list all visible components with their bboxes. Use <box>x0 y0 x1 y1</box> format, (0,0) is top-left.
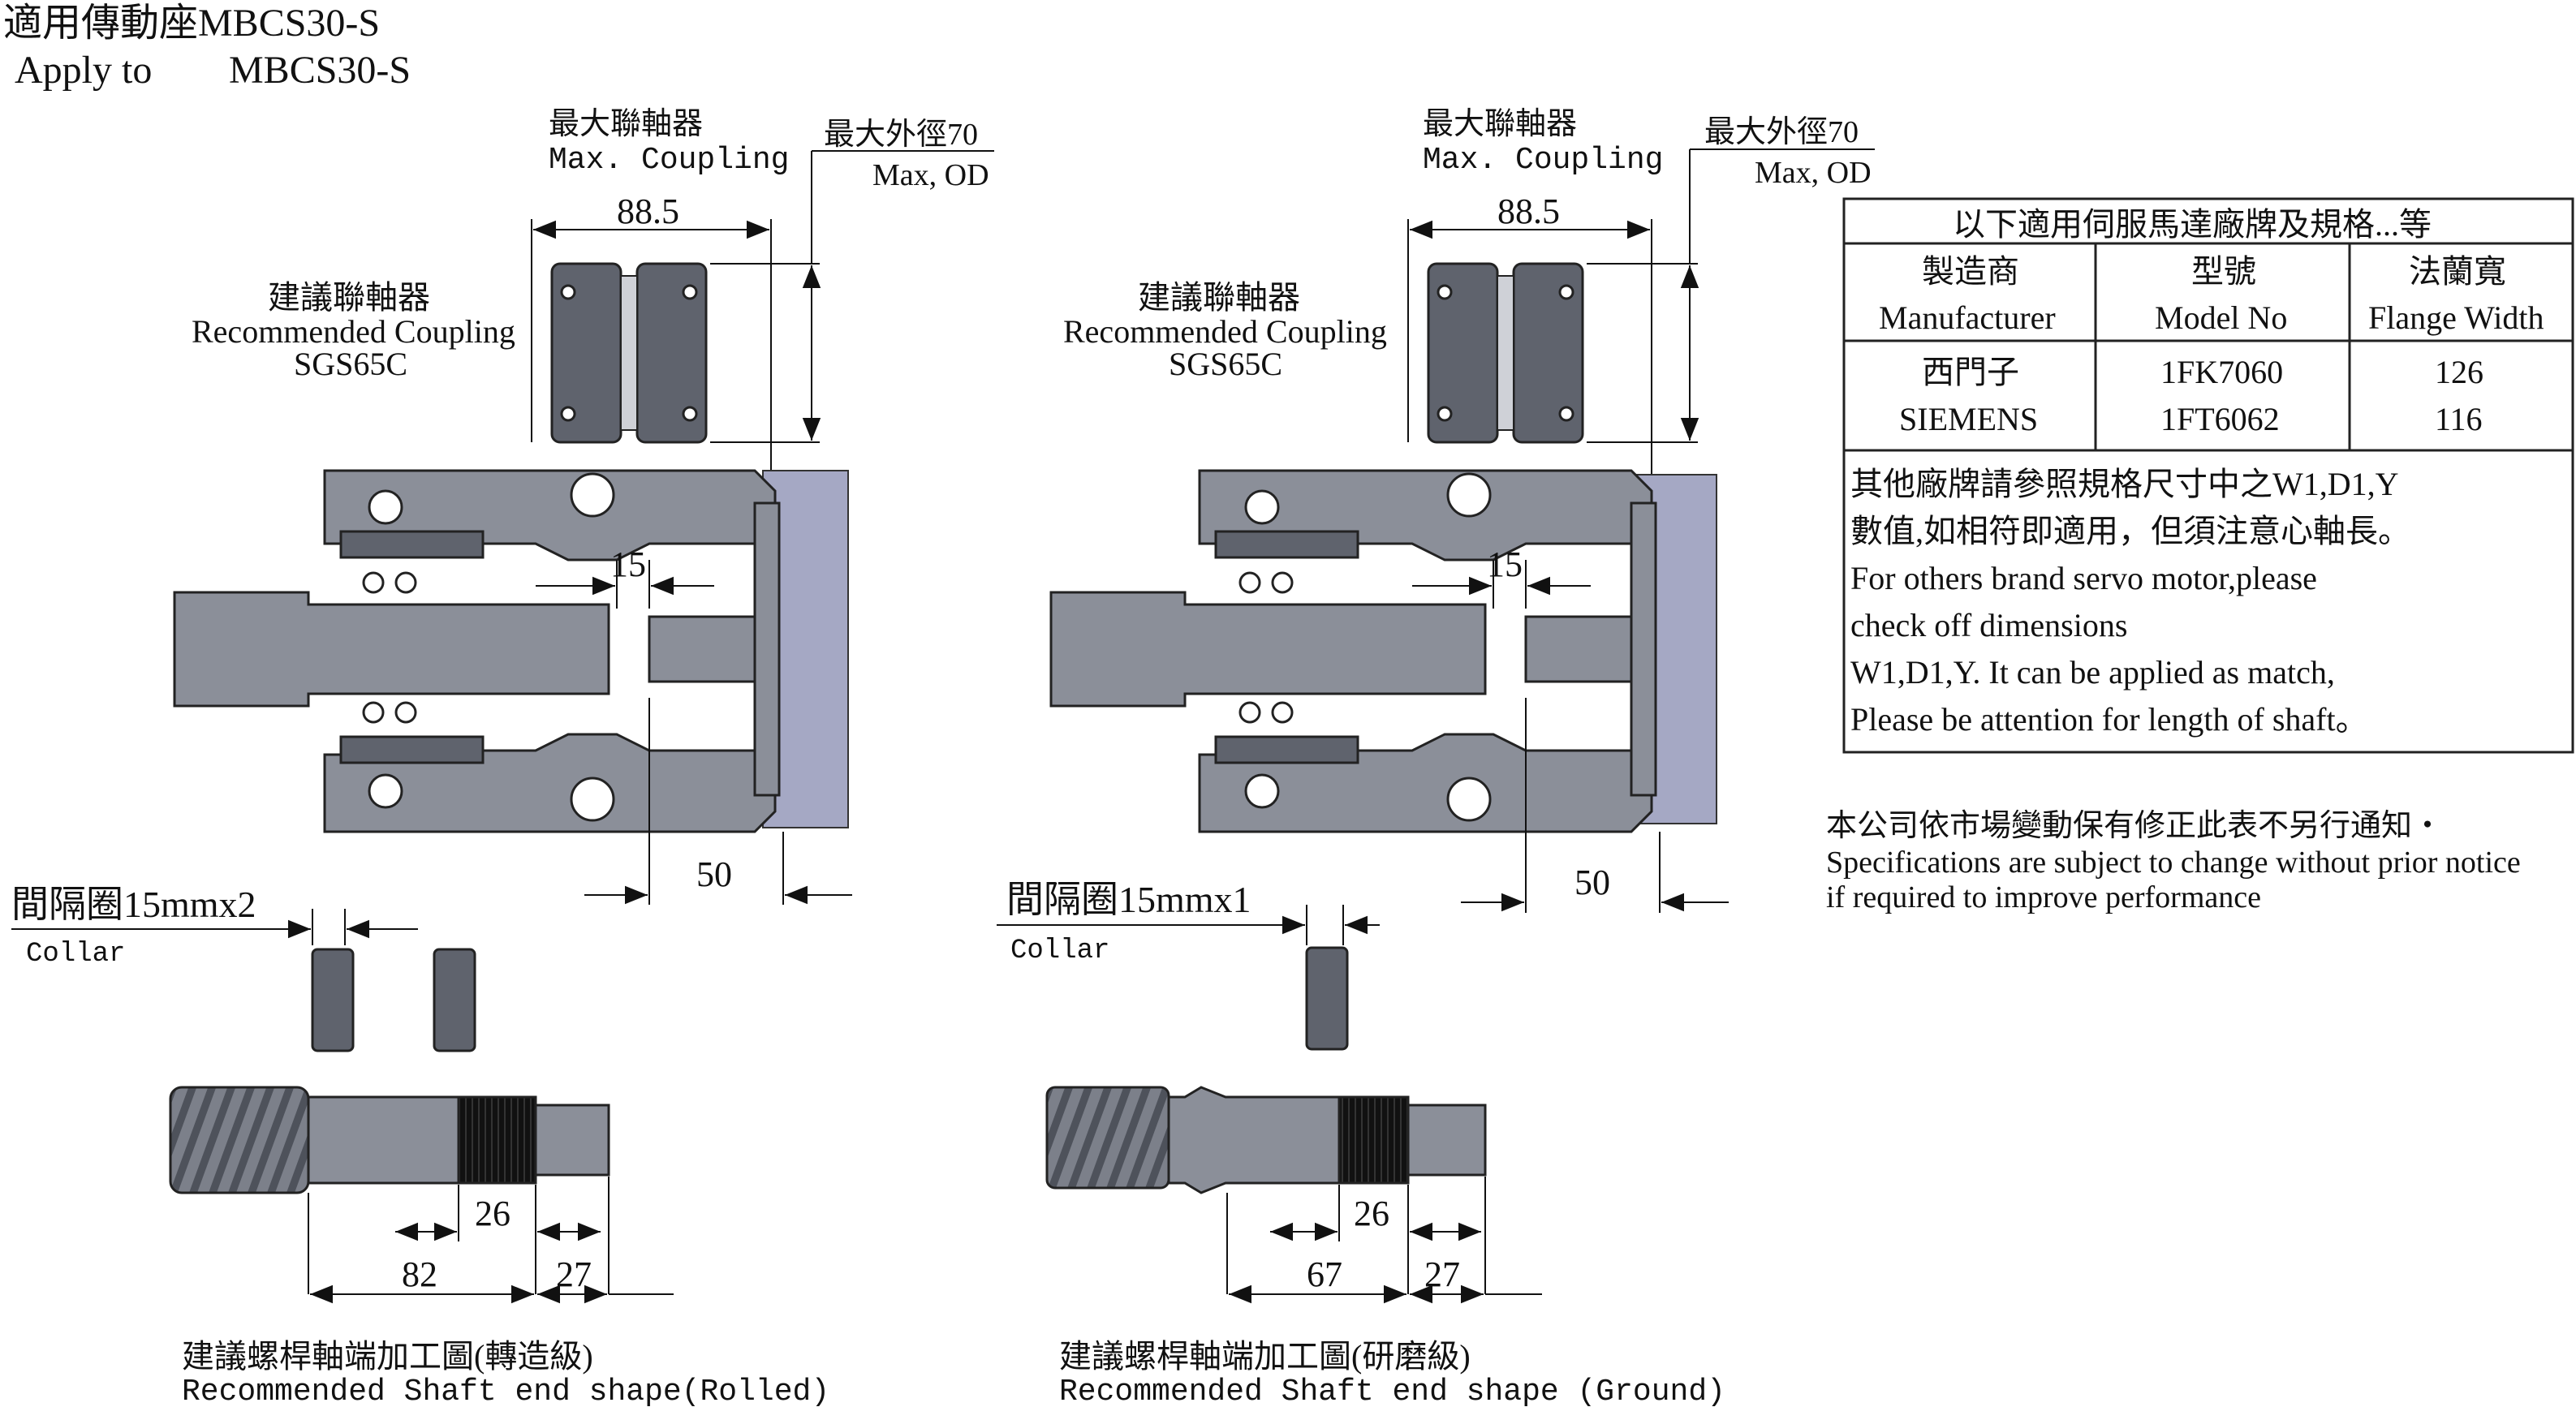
shaft-end-rolled <box>169 1086 610 1194</box>
max-coupling-en: Max. Coupling <box>549 143 789 178</box>
max-coupling-zh: 最大聯軸器 <box>549 107 703 141</box>
dim-gap: 15 <box>1487 544 1523 584</box>
max-od-en: Max, OD <box>872 158 989 192</box>
header-manufacturer-en: Manufacturer <box>1879 299 2056 336</box>
dim-coupling-length: 88.5 <box>617 191 679 231</box>
cell-flange: 126 <box>2435 354 2483 390</box>
shaft-end-ground <box>1045 1086 1487 1194</box>
table-row: 西門子 1FK7060 126 <box>1922 354 2483 390</box>
dim-gap: 15 <box>610 544 646 584</box>
header-flange-en: Flange Width <box>2368 299 2544 336</box>
screw-shaft <box>1049 591 1487 708</box>
dim-flange: 50 <box>1574 863 1610 902</box>
collar-ring-1 <box>311 948 355 1052</box>
header-model-en: Model No <box>2155 299 2287 336</box>
cell-manufacturer: SIEMENS <box>1899 401 2038 437</box>
collar-zh: 間隔圈15mmx1 <box>1006 879 1251 920</box>
dim-thread: 26 <box>475 1194 510 1233</box>
motor-shaft <box>1524 615 1633 683</box>
recommended-model: SGS65C <box>1169 346 1282 382</box>
cell-flange: 116 <box>2435 401 2483 437</box>
max-coupling-zh: 最大聯軸器 <box>1423 107 1577 141</box>
collar-zh: 間隔圈15mmx2 <box>11 884 256 925</box>
shaft-caption-zh: 建議螺桿軸端加工圖(轉造級) <box>182 1338 593 1375</box>
shaft-caption-en: Recommended Shaft end shape (Ground) <box>1059 1375 1725 1407</box>
title-zh: 適用傳動座MBCS30-S <box>3 2 380 45</box>
collar-ring-2 <box>433 948 476 1052</box>
disclaimer-zh: 本公司依市場變動保有修正此表不另行通知・ <box>1826 809 2443 843</box>
motor-shaft <box>648 615 756 683</box>
title-en-label: Apply to <box>15 49 152 92</box>
note-line: For others brand servo motor,please <box>1850 560 2317 596</box>
note-line: 數值,如相符即適用，但須注意心軸長。 <box>1850 513 2410 549</box>
note-line: W1,D1,Y. It can be applied as match, <box>1850 654 2335 691</box>
max-od-zh: 最大外徑70 <box>1704 115 1859 149</box>
screw-shaft <box>173 591 610 708</box>
max-od-zh: 最大外徑70 <box>824 118 978 152</box>
coupling-part <box>550 262 708 444</box>
disclaimer: 本公司依市場變動保有修正此表不另行通知・ Specifications are … <box>1826 809 2521 914</box>
disclaimer-en-2: if required to improve performance <box>1826 880 2261 914</box>
left-assembly: 最大聯軸器 Max. Coupling 最大外徑70 Max, OD 88.5 … <box>11 107 994 1407</box>
dim-thread: 26 <box>1354 1194 1389 1233</box>
cell-model: 1FK7060 <box>2160 354 2283 390</box>
header-model-zh: 型號 <box>2191 253 2256 290</box>
collar-en: Collar <box>26 939 125 970</box>
spec-table: 以下適用伺服馬達廠牌及規格...等 製造商 型號 法蘭寬 Manufacture… <box>1842 197 2574 754</box>
cell-manufacturer: 西門子 <box>1922 354 2019 390</box>
note-line: Please be attention for length of shaft。 <box>1850 701 2368 738</box>
max-od-en: Max, OD <box>1755 156 1872 190</box>
recommended-en: Recommended Coupling <box>192 313 515 350</box>
collar-ring-1 <box>1305 946 1349 1051</box>
disclaimer-en-1: Specifications are subject to change wit… <box>1826 845 2521 880</box>
bearing-housing <box>323 469 781 833</box>
note-line: check off dimensions <box>1850 607 2127 643</box>
header: 適用傳動座MBCS30-S Apply to MBCS30-S <box>3 2 411 92</box>
dim-shaft: 67 <box>1307 1254 1342 1294</box>
dim-shaft: 82 <box>402 1254 437 1294</box>
bearing-housing <box>1198 469 1657 833</box>
recommended-zh: 建議聯軸器 <box>268 279 430 316</box>
shaft-caption-en: Recommended Shaft end shape(Rolled) <box>182 1375 829 1407</box>
dim-end: 27 <box>1424 1254 1460 1294</box>
table-row: SIEMENS 1FT6062 116 <box>1899 401 2483 437</box>
header-flange-zh: 法蘭寬 <box>2409 253 2506 290</box>
header-manufacturer-zh: 製造商 <box>1922 253 2019 290</box>
title-en-model: MBCS30-S <box>229 49 411 92</box>
recommended-zh: 建議聯軸器 <box>1138 279 1300 316</box>
recommended-en: Recommended Coupling <box>1063 313 1387 350</box>
dim-flange: 50 <box>696 854 732 894</box>
collar-en: Collar <box>1010 936 1109 966</box>
dim-end: 27 <box>556 1254 592 1294</box>
recommended-model: SGS65C <box>294 346 407 382</box>
max-coupling-en: Max. Coupling <box>1423 143 1663 178</box>
table-title: 以下適用伺服馬達廠牌及規格...等 <box>1953 206 2432 243</box>
right-assembly: 最大聯軸器 Max. Coupling 最大外徑70 Max, OD 88.5 … <box>997 107 1875 1407</box>
cell-model: 1FT6062 <box>2160 401 2280 437</box>
dim-coupling-length: 88.5 <box>1497 191 1560 231</box>
shaft-caption-zh: 建議螺桿軸端加工圖(研磨級) <box>1059 1338 1471 1375</box>
note-line: 其他廠牌請參照規格尺寸中之W1,D1,Y <box>1850 466 2399 502</box>
coupling-part <box>1427 262 1584 444</box>
